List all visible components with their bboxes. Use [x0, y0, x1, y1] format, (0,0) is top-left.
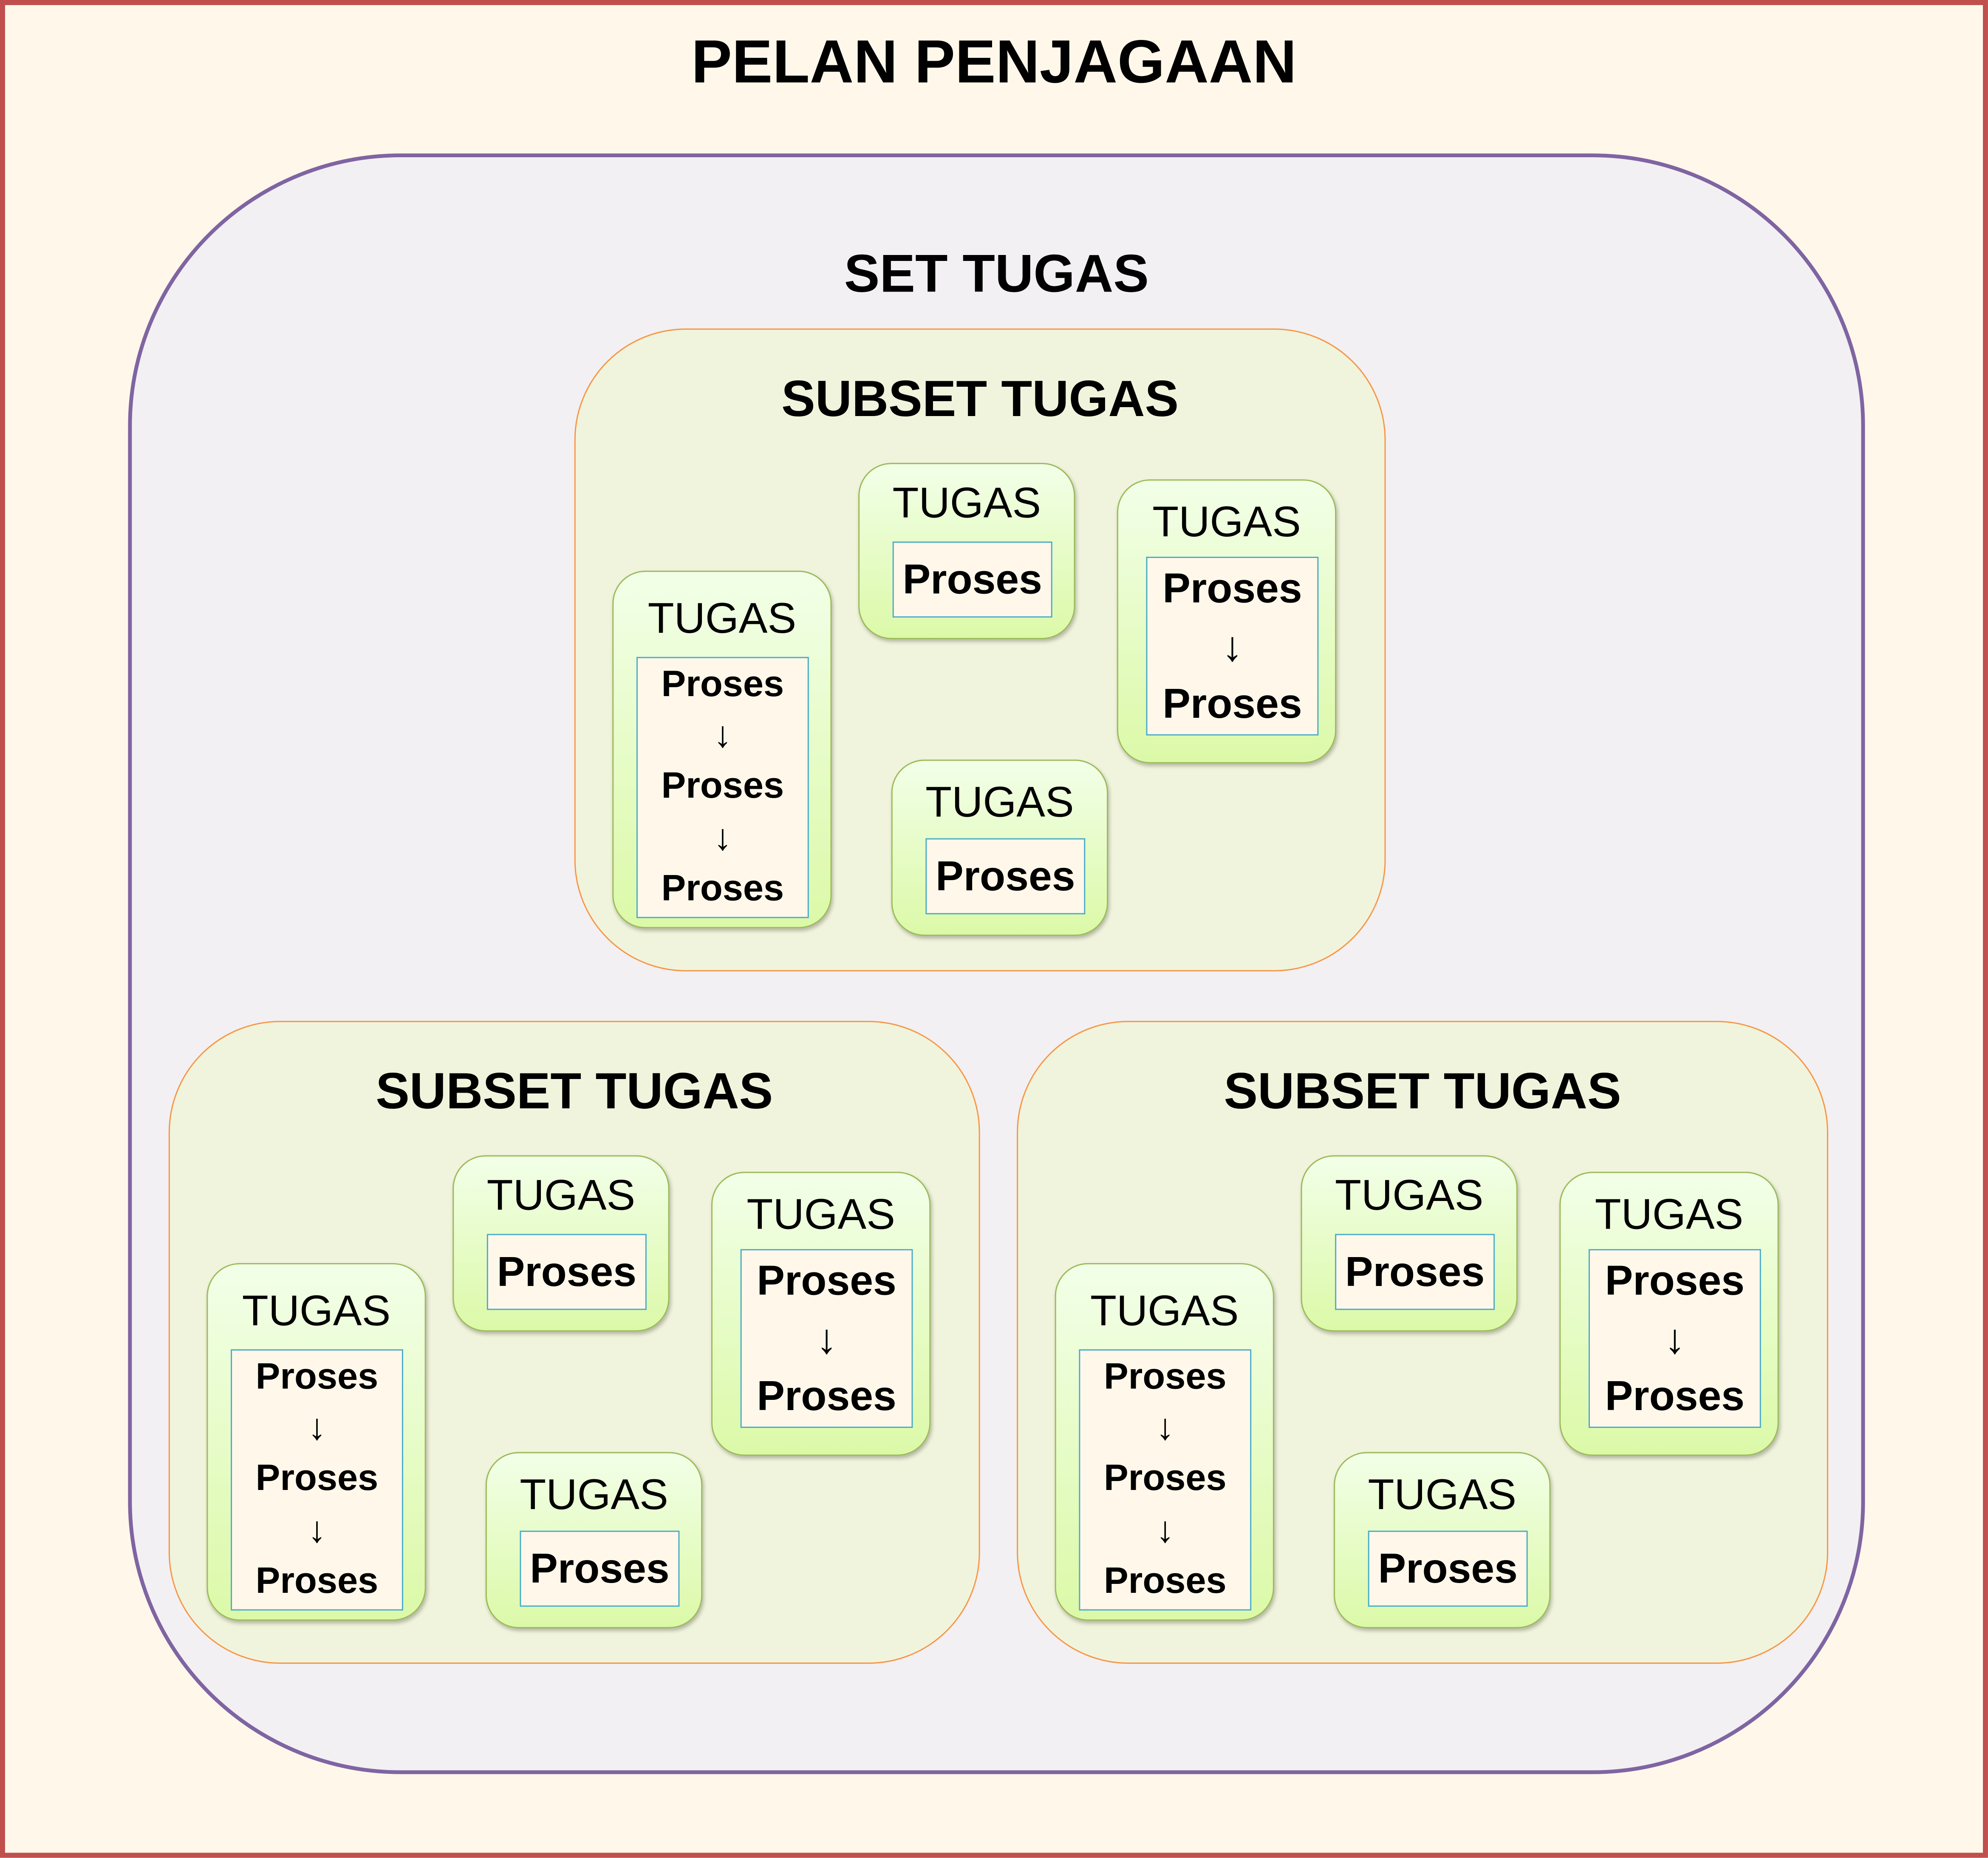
- subset-label: SUBSET TUGAS: [1224, 1064, 1621, 1120]
- down-arrow-icon: ↓: [1664, 1315, 1685, 1362]
- task-label: TUGAS: [1152, 498, 1301, 547]
- process-label: Proses: [255, 1459, 379, 1500]
- process-box: Proses ↓ Proses ↓ Proses: [1079, 1349, 1252, 1611]
- down-arrow-icon: ↓: [816, 1315, 837, 1362]
- subset-label: SUBSET TUGAS: [376, 1064, 773, 1120]
- task-label: TUGAS: [1090, 1287, 1239, 1336]
- process-label: Proses: [1103, 1356, 1227, 1397]
- down-arrow-icon: ↓: [1156, 1510, 1174, 1551]
- process-label: Proses: [936, 852, 1075, 899]
- process-label: Proses: [530, 1544, 670, 1592]
- task-card: TUGAS Proses ↓ Proses ↓ Proses: [206, 1263, 426, 1621]
- task-card: TUGAS Proses ↓ Proses: [1559, 1172, 1779, 1456]
- task-card: TUGAS Proses ↓ Proses ↓ Proses: [1055, 1263, 1274, 1621]
- task-card: TUGAS Proses ↓ Proses ↓ Proses: [612, 570, 832, 929]
- process-label: Proses: [661, 869, 784, 910]
- process-box: Proses ↓ Proses: [1146, 556, 1319, 736]
- task-card: TUGAS Proses: [891, 759, 1109, 936]
- task-card: TUGAS Proses: [452, 1155, 670, 1332]
- process-label: Proses: [497, 1248, 637, 1295]
- task-set-label: SET TUGAS: [844, 243, 1149, 303]
- process-box: Proses: [1335, 1234, 1495, 1310]
- process-label: Proses: [661, 766, 784, 807]
- subset-label: SUBSET TUGAS: [781, 371, 1179, 428]
- process-label: Proses: [757, 1372, 896, 1419]
- process-label: Proses: [902, 555, 1042, 603]
- task-label: TUGAS: [242, 1287, 391, 1336]
- down-arrow-icon: ↓: [1222, 623, 1243, 670]
- task-label: TUGAS: [747, 1190, 895, 1239]
- process-label: Proses: [1103, 1459, 1227, 1500]
- process-box: Proses ↓ Proses: [740, 1249, 913, 1428]
- task-card: TUGAS Proses ↓ Proses: [711, 1172, 931, 1456]
- process-box: Proses: [892, 541, 1052, 618]
- task-card: TUGAS Proses ↓ Proses: [1117, 479, 1337, 764]
- task-card: TUGAS Proses: [1301, 1155, 1518, 1332]
- process-label: Proses: [1162, 680, 1302, 727]
- diagram-title: PELAN PENJAGAAN: [691, 29, 1297, 96]
- down-arrow-icon: ↓: [1156, 1408, 1174, 1448]
- process-label: Proses: [661, 664, 784, 705]
- task-label: TUGAS: [892, 479, 1041, 528]
- task-label: TUGAS: [925, 779, 1074, 827]
- task-label: TUGAS: [520, 1471, 668, 1519]
- process-box: Proses ↓ Proses ↓ Proses: [636, 657, 809, 918]
- process-box: Proses: [520, 1530, 680, 1607]
- task-label: TUGAS: [1368, 1471, 1517, 1519]
- process-label: Proses: [1345, 1248, 1485, 1295]
- process-box: Proses: [486, 1234, 647, 1310]
- process-box: Proses: [1368, 1530, 1528, 1607]
- down-arrow-icon: ↓: [713, 715, 732, 756]
- process-label: Proses: [255, 1356, 379, 1397]
- process-label: Proses: [1103, 1561, 1227, 1602]
- process-label: Proses: [1605, 1372, 1745, 1419]
- down-arrow-icon: ↓: [308, 1510, 326, 1551]
- process-label: Proses: [757, 1257, 896, 1304]
- process-label: Proses: [255, 1561, 379, 1602]
- task-card: TUGAS Proses: [1334, 1452, 1551, 1629]
- task-label: TUGAS: [1335, 1172, 1484, 1220]
- process-label: Proses: [1605, 1257, 1745, 1304]
- task-card: TUGAS Proses: [858, 463, 1075, 639]
- task-card: TUGAS Proses: [485, 1452, 703, 1629]
- down-arrow-icon: ↓: [713, 818, 732, 858]
- process-label: Proses: [1378, 1544, 1518, 1592]
- process-box: Proses ↓ Proses ↓ Proses: [231, 1349, 403, 1611]
- process-box: Proses ↓ Proses: [1588, 1249, 1761, 1428]
- task-label: TUGAS: [486, 1172, 636, 1220]
- task-label: TUGAS: [1595, 1190, 1744, 1239]
- process-box: Proses: [925, 838, 1086, 915]
- down-arrow-icon: ↓: [308, 1408, 326, 1448]
- task-label: TUGAS: [648, 595, 797, 643]
- process-label: Proses: [1162, 564, 1302, 612]
